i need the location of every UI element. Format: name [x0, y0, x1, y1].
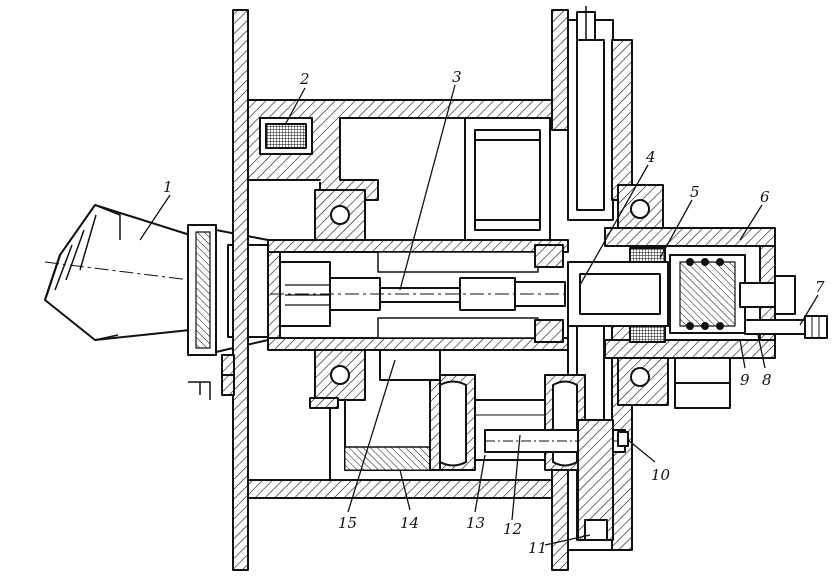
callout-11: 11: [528, 539, 547, 557]
callout-3: 3: [452, 68, 462, 86]
brake-housing-part-6: [604, 227, 776, 359]
leader-lines: [139, 84, 819, 546]
callout-1: 1: [163, 178, 173, 196]
callout-10: 10: [651, 466, 671, 484]
brake-support-bracket: [674, 357, 731, 409]
callout-9: 9: [740, 371, 750, 389]
housing-bolt-part-2: [265, 123, 307, 149]
callout-5: 5: [690, 183, 700, 201]
brake-fitting-part-7: [739, 275, 828, 339]
gear-drum: [464, 117, 551, 241]
drain-plug-part-10: [617, 431, 629, 447]
ring-gear-part-11: [577, 419, 614, 541]
lower-housing-oil-sump: [247, 350, 553, 499]
callout-6: 6: [760, 188, 770, 206]
right-bearing-upper: [617, 184, 664, 234]
callout-15: 15: [338, 514, 357, 532]
callout-14: 14: [400, 514, 419, 532]
callout-7: 7: [815, 278, 825, 296]
callout-4: 4: [645, 148, 656, 166]
callout-8: 8: [762, 371, 772, 389]
spring-piston-part-9: [669, 254, 746, 334]
torsion-shaft-part-3: [270, 251, 790, 339]
shaft-seal: [534, 244, 564, 343]
left-housing-wall: [221, 9, 249, 571]
callout-12: 12: [503, 520, 522, 538]
left-bearing-upper: [314, 189, 366, 241]
left-bearing-lower: [309, 349, 366, 409]
callout-13: 13: [466, 514, 485, 532]
callout-labels: 1 2 3 4 5 6 7 8 9 10 11 12 13 14 15: [163, 68, 825, 557]
oil-level-part-14: [344, 446, 431, 471]
callout-2: 2: [299, 70, 310, 88]
brake-piston-part-4: [567, 261, 669, 327]
